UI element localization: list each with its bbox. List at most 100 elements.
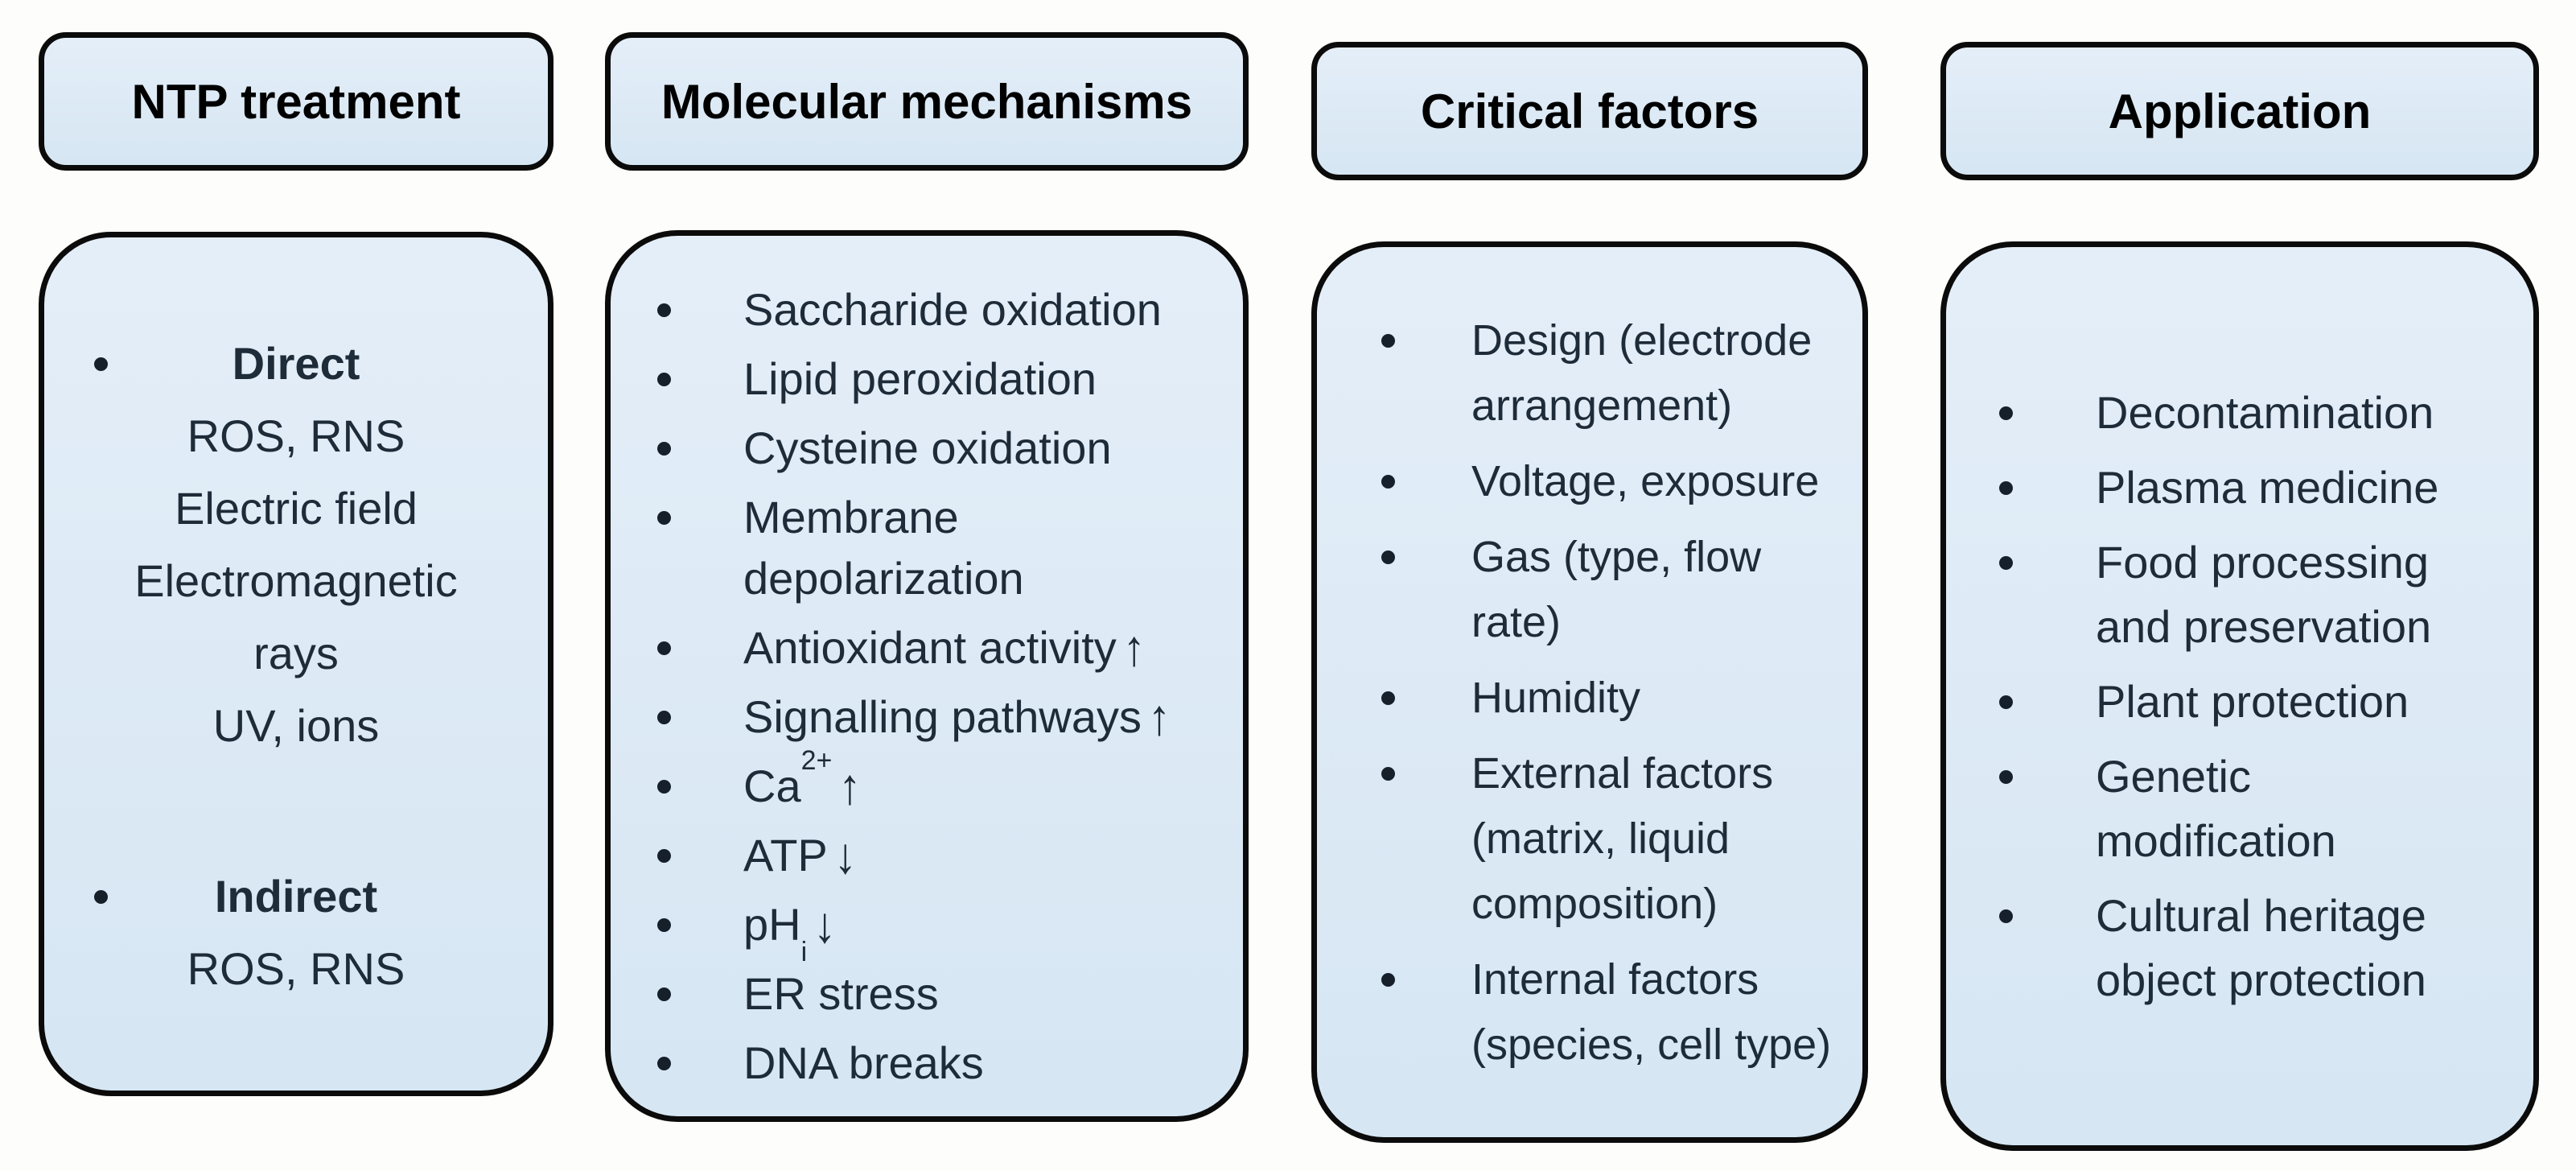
list-item-label: Cultural heritage object protection	[2096, 890, 2426, 1005]
list-item: Decontamination	[1946, 381, 2501, 445]
list-item-label: Food processing and preservation	[2096, 537, 2432, 652]
bullet-icon	[657, 303, 671, 317]
group-line: Electromagnetic rays	[134, 555, 458, 678]
list-item: External factors (matrix, liquid composi…	[1317, 741, 1841, 937]
group-line: UV, ions	[212, 700, 380, 751]
group-title-label: Direct	[232, 338, 360, 389]
list-item-label: Antioxidant activity↑	[743, 619, 1146, 676]
list-item: Gas (type, flow rate)	[1317, 525, 1841, 655]
list-item: Cultural heritage object protection	[1946, 884, 2501, 1012]
down-arrow-icon: ↓	[813, 896, 837, 953]
list-item: Lipid peroxidation	[611, 348, 1228, 410]
header-box-application: Application	[1940, 42, 2539, 180]
bullet-icon	[1999, 909, 2013, 923]
bullet-icon	[1999, 556, 2013, 570]
group-title: Indirect	[89, 860, 503, 933]
bullet-icon	[657, 918, 671, 932]
list-item-label: External factors (matrix, liquid composi…	[1471, 749, 1774, 928]
list-item-label: Ca2+↑	[743, 747, 861, 814]
group-line: ROS, RNS	[187, 410, 405, 461]
bullet-icon	[94, 890, 108, 904]
list-item-label: pHi↓	[743, 896, 836, 966]
list-item: pHi↓	[611, 894, 1228, 966]
superscript: 2+	[800, 745, 833, 777]
bullet-icon	[657, 711, 671, 724]
list-item-label: Lipid peroxidation	[743, 353, 1097, 404]
list-item-label: Decontamination	[2096, 387, 2434, 438]
list-item-label: Humidity	[1471, 674, 1641, 722]
list-item: Genetic modification	[1946, 744, 2501, 873]
list-item-label: Genetic modification	[2096, 751, 2336, 866]
group-title: Direct	[89, 328, 503, 400]
bullet-icon	[1999, 481, 2013, 495]
list-item-label: Signalling pathways↑	[743, 688, 1171, 745]
group-title-label: Indirect	[214, 871, 378, 922]
bullet-icon	[657, 849, 671, 863]
subscript: i	[800, 937, 808, 968]
list-item: Saccharide oxidation	[611, 279, 1228, 340]
list-item: Design (electrode arrangement)	[1317, 308, 1841, 439]
bullet-list: Design (electrode arrangement) Voltage, e…	[1317, 308, 1841, 1078]
bullet-icon	[1381, 475, 1395, 489]
up-arrow-icon: ↑	[1122, 619, 1146, 676]
group-line: Electric field	[175, 483, 418, 534]
header-box-critical-factors: Critical factors	[1311, 42, 1868, 180]
list-item: ATP↓	[611, 825, 1228, 886]
bullet-icon	[1999, 695, 2013, 709]
list-item-label: DNA breaks	[743, 1037, 984, 1088]
list-item: DNA breaks	[611, 1033, 1228, 1094]
header-label: Application	[2108, 84, 2372, 138]
list-item: Ca2+↑	[611, 747, 1228, 817]
group-line: ROS, RNS	[187, 943, 405, 994]
body-box-critical-factors: Design (electrode arrangement) Voltage, e…	[1311, 241, 1868, 1143]
bullet-icon	[657, 373, 671, 386]
bullet-icon	[1381, 973, 1395, 987]
list-item: Food processing and preservation	[1946, 530, 2501, 659]
list-item: Plant protection	[1946, 670, 2501, 734]
bullet-icon	[1381, 550, 1395, 564]
list-item-label: Saccharide oxidation	[743, 284, 1162, 335]
list-item: Cysteine oxidation	[611, 418, 1228, 479]
down-arrow-icon: ↓	[833, 827, 857, 884]
header-label: NTP treatment	[131, 74, 461, 129]
bullet-icon	[657, 1057, 671, 1070]
bullet-icon	[94, 357, 108, 371]
list-item: Voltage, exposure	[1317, 449, 1841, 514]
bullet-icon	[1381, 691, 1395, 705]
header-box-ntp-treatment: NTP treatment	[39, 32, 553, 171]
list-item: Plasma medicine	[1946, 456, 2501, 520]
list-item-label: Design (electrode arrangement)	[1471, 316, 1813, 430]
bullet-icon	[657, 442, 671, 456]
up-arrow-icon: ↑	[838, 757, 862, 814]
list-item: Signalling pathways↑	[611, 687, 1228, 748]
list-item: ER stress	[611, 963, 1228, 1025]
list-item: Antioxidant activity↑	[611, 617, 1228, 678]
list-item-label: Voltage, exposure	[1471, 457, 1820, 505]
list-item-label: ER stress	[743, 968, 939, 1019]
list-item-label: Membrane depolarization	[743, 492, 1024, 604]
bullet-icon	[1999, 770, 2013, 784]
header-box-molecular-mechanisms: Molecular mechanisms	[605, 32, 1249, 171]
list-item-label: ATP↓	[743, 827, 857, 884]
bullet-icon	[657, 511, 671, 525]
list-item-label: Gas (type, flow rate)	[1471, 533, 1762, 646]
list-item-label: Internal factors (species, cell type)	[1471, 955, 1832, 1069]
bullet-icon	[1381, 767, 1395, 781]
list-item-label: Plasma medicine	[2096, 462, 2439, 513]
list-item: Internal factors (species, cell type)	[1317, 947, 1841, 1078]
up-arrow-icon: ↑	[1147, 688, 1171, 745]
list-item-label: Plant protection	[2096, 676, 2409, 727]
bullet-icon	[657, 780, 671, 794]
list-item-label: Cysteine oxidation	[743, 423, 1112, 473]
bullet-icon	[657, 641, 671, 655]
header-label: Molecular mechanisms	[660, 74, 1193, 129]
list-item: Membrane depolarization	[611, 487, 1228, 609]
header-label: Critical factors	[1420, 84, 1759, 138]
bullet-icon	[1999, 406, 2013, 420]
